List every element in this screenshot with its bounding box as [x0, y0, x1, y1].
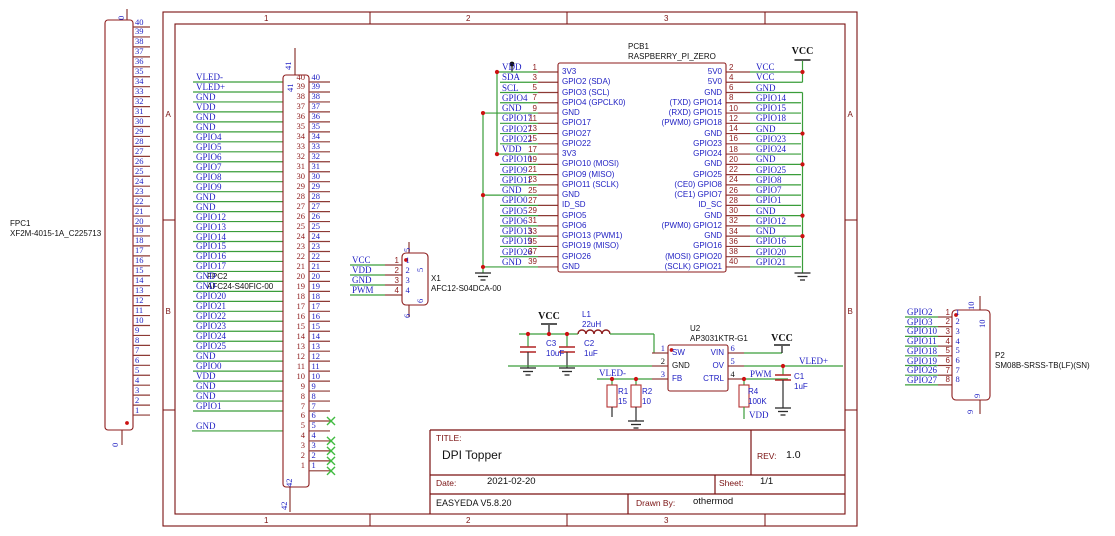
junction-dot — [480, 193, 486, 198]
r1-resistor[interactable] — [606, 384, 618, 408]
sheet-frame-outer — [162, 11, 858, 527]
junction-dot — [800, 213, 805, 218]
black-terminal-dot — [509, 61, 515, 67]
junction-dot — [800, 162, 805, 167]
junction-dot — [546, 331, 552, 337]
u2-pin1-dot — [669, 348, 674, 352]
junction-dot — [564, 331, 570, 337]
junction-dot — [633, 376, 639, 382]
no-connect-icon — [326, 466, 336, 476]
fpc2-body[interactable] — [282, 74, 310, 488]
no-connect-icon — [326, 456, 336, 466]
junction-dot — [800, 131, 805, 136]
r2-resistor[interactable] — [630, 384, 642, 408]
no-connect-icon — [326, 436, 336, 446]
junction-dot — [480, 264, 486, 270]
no-connect-icon — [326, 446, 336, 456]
no-connect-icon — [326, 416, 336, 426]
l1-inductor[interactable] — [577, 329, 611, 335]
fpc1-pin1-dot — [125, 421, 129, 425]
junction-dot — [480, 110, 486, 116]
junction-dot — [780, 363, 786, 369]
pi-body[interactable] — [557, 62, 727, 273]
r4-resistor[interactable] — [738, 384, 750, 408]
p2-body[interactable] — [951, 309, 991, 401]
junction-dot — [800, 234, 805, 239]
x1-body[interactable] — [401, 252, 429, 306]
junction-dot — [525, 331, 531, 337]
junction-dot — [609, 376, 615, 382]
fpc1-body[interactable] — [104, 19, 134, 431]
x1-pin1-dot — [404, 258, 408, 262]
p2-pin1-dot — [954, 313, 958, 317]
u2-body[interactable] — [667, 344, 729, 392]
junction-dot — [800, 69, 805, 75]
sheet-frame-inner — [174, 23, 846, 515]
junction-dot — [741, 376, 747, 382]
junction-dot — [494, 151, 500, 157]
junction-dot — [494, 69, 500, 75]
